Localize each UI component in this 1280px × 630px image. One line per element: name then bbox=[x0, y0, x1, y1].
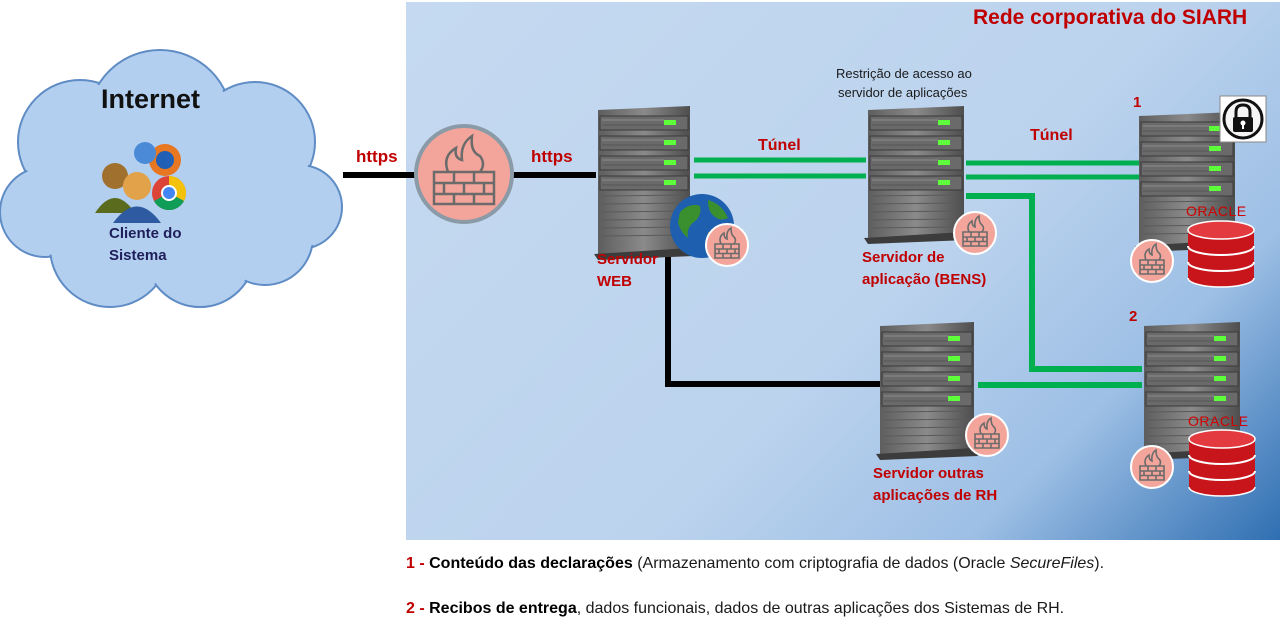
db1-number: 1 bbox=[1133, 94, 1142, 111]
database-icon-2 bbox=[1188, 429, 1256, 497]
client-users-icon bbox=[95, 142, 186, 223]
database-icon-1 bbox=[1187, 220, 1255, 288]
restriction-label-line1: Restrição de acesso ao bbox=[836, 66, 972, 81]
app-to-db2-line bbox=[966, 193, 1142, 372]
client-label-line2: Sistema bbox=[109, 247, 167, 264]
legend-num-2: 2 - bbox=[406, 600, 425, 617]
db2-firewall-icon bbox=[1130, 445, 1174, 489]
server-tower-icon bbox=[594, 106, 694, 260]
tunnel-app-db1-line bbox=[966, 160, 1140, 180]
app-server-label-line1: Servidor de bbox=[862, 249, 945, 266]
web-firewall-icon bbox=[705, 223, 749, 267]
legend-item-2: 2 - Recibos de entrega, dados funcionais… bbox=[406, 600, 1064, 618]
https-left-label: https bbox=[356, 147, 398, 166]
app-server-label-line2: aplicação (BENS) bbox=[862, 271, 987, 288]
db2-number: 2 bbox=[1129, 308, 1138, 325]
lock-icon bbox=[1219, 95, 1267, 143]
app-server bbox=[864, 104, 968, 249]
legend-bold-2: Recibos de entrega bbox=[429, 600, 577, 617]
legend-num-1: 1 - bbox=[406, 555, 425, 572]
legend-text-1a: (Armazenamento com criptografia de dados… bbox=[632, 555, 1010, 572]
web-server-label-line2: WEB bbox=[597, 273, 632, 290]
rh-server-label-line1: Servidor outras bbox=[873, 465, 984, 482]
legend-text-2a: , dados funcionais, dados de outras apli… bbox=[576, 600, 1065, 617]
tunnel-right-label: Túnel bbox=[1030, 127, 1073, 144]
firewall-icon bbox=[414, 124, 514, 224]
https-right-label: https bbox=[531, 147, 573, 166]
oracle-logo-2: ORACLE bbox=[1188, 413, 1249, 429]
legend-italic-1: SecureFiles bbox=[1009, 555, 1095, 572]
web-to-rh-line bbox=[665, 232, 880, 387]
web-server bbox=[594, 104, 694, 265]
rh-firewall-icon bbox=[965, 413, 1009, 457]
server-tower-icon bbox=[876, 322, 978, 460]
network-title: Rede corporativa do SIARH bbox=[973, 6, 1248, 29]
rh-server-label-line2: aplicações de RH bbox=[873, 487, 998, 504]
web-server-label-line1: Servidor bbox=[597, 251, 658, 268]
restriction-label-line2: servidor de aplicações bbox=[838, 85, 968, 100]
db1-firewall-icon bbox=[1130, 239, 1174, 283]
tunnel-left-label: Túnel bbox=[758, 137, 801, 154]
legend-text-1b: ). bbox=[1094, 555, 1105, 572]
tunnel-web-app-line bbox=[694, 157, 866, 179]
oracle-logo-1: ORACLE bbox=[1186, 203, 1247, 219]
legend-bold-1: Conteúdo das declarações bbox=[429, 555, 633, 572]
client-label-line1: Cliente do bbox=[109, 225, 182, 242]
internet-label: Internet bbox=[101, 84, 201, 114]
rh-server bbox=[876, 320, 978, 465]
app-firewall-icon bbox=[953, 211, 997, 255]
legend-item-1: 1 - Conteúdo das declarações (Armazename… bbox=[406, 555, 1104, 573]
server-tower-icon bbox=[864, 106, 968, 244]
